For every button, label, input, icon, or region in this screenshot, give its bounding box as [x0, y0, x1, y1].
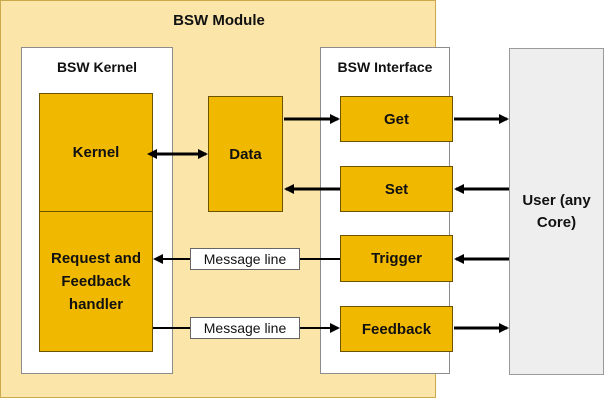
- trigger-block: Trigger: [340, 235, 453, 282]
- data-label: Data: [229, 145, 262, 163]
- request-feedback-handler-label: Request and Feedback handler: [50, 250, 141, 313]
- user-block: User (any Core): [509, 48, 604, 375]
- data-block: Data: [208, 96, 283, 212]
- feedback-label: Feedback: [361, 320, 432, 338]
- kernel-label: Kernel: [72, 144, 120, 161]
- bsw-kernel-title: BSW Kernel: [56, 59, 138, 75]
- get-block: Get: [340, 96, 453, 142]
- get-label: Get: [383, 110, 409, 128]
- request-feedback-handler-block: Request and Feedback handler: [39, 211, 153, 352]
- message-line-lower: Message line: [190, 317, 300, 339]
- user-label: User (any Core): [522, 191, 591, 231]
- bsw-interface-title: BSW Interface: [337, 59, 433, 75]
- bsw-module-title: BSW Module: [173, 12, 265, 29]
- set-label: Set: [384, 180, 409, 198]
- feedback-block: Feedback: [340, 306, 453, 352]
- set-block: Set: [340, 166, 453, 212]
- message-line-upper: Message line: [190, 248, 300, 270]
- trigger-label: Trigger: [371, 250, 422, 267]
